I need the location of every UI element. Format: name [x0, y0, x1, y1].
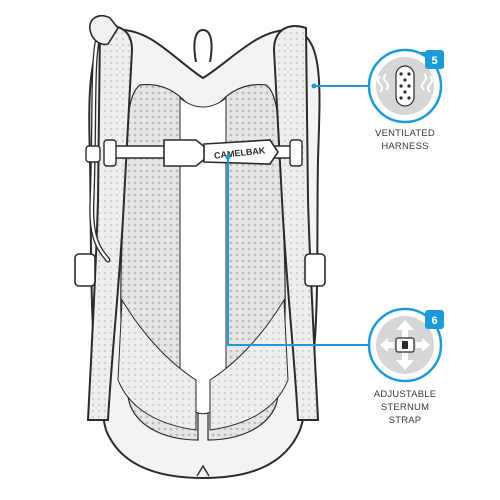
callout-harness: 5 — [367, 48, 444, 124]
callout-label-line: ADJUSTABLE — [373, 389, 437, 400]
callout-dot-sternum — [225, 154, 231, 160]
strap-buckle-right — [304, 253, 326, 287]
ventilation-mesh-icon — [377, 65, 433, 107]
sternum-slider-right — [289, 139, 303, 167]
lumbar-panel-right — [209, 298, 289, 431]
callout-sternum: 6 — [367, 307, 444, 383]
sternum-slider-left — [103, 139, 117, 167]
callout-dot-harness — [311, 83, 317, 89]
callout-number-6: 6 — [431, 315, 437, 327]
hang-loop — [193, 28, 213, 63]
callout-number-5: 5 — [431, 55, 437, 67]
callout-line-sternum — [227, 157, 370, 346]
tube-clip — [85, 145, 101, 163]
sternum-buckle-left — [163, 139, 207, 167]
callout-label-line: VENTILATED — [375, 128, 435, 139]
callout-label-line: STRAP — [388, 415, 422, 426]
callout-label-line: STERNUM — [380, 402, 430, 413]
adjust-arrows-icon — [380, 320, 430, 370]
callout-label-harness: VENTILATED HARNESS — [350, 127, 460, 153]
callout-label-line: HARNESS — [381, 141, 429, 152]
bite-valve — [89, 14, 119, 46]
strap-buckle-left — [74, 253, 96, 287]
sternum-buckle-right — [203, 139, 279, 165]
bottom-notch — [196, 464, 210, 477]
callout-label-sternum: ADJUSTABLE STERNUM STRAP — [350, 388, 460, 427]
drink-tube-inner — [90, 36, 110, 262]
lumbar-panel-left — [117, 298, 197, 431]
